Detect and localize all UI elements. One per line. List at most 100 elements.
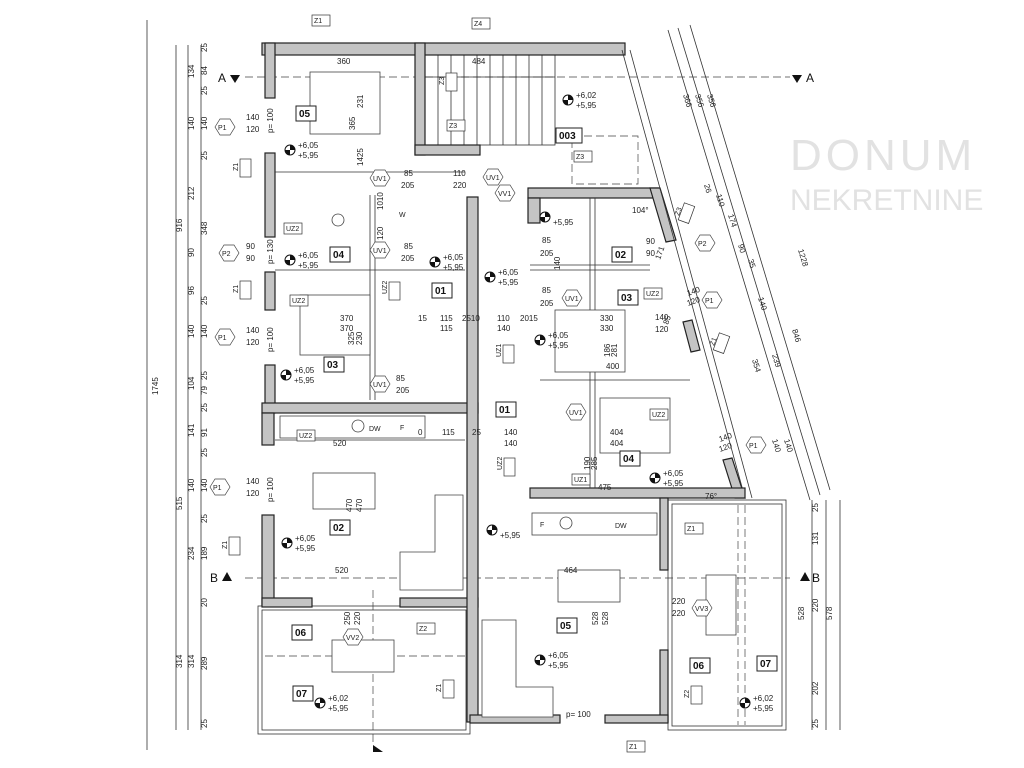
element-tag: Z1 <box>436 684 443 692</box>
left-dimension-value: 84 <box>200 66 209 75</box>
elevation-bottom: +5,95 <box>498 278 519 287</box>
tag-box <box>445 72 458 92</box>
dimension-value: 110 <box>497 314 510 323</box>
room-number: 06 <box>295 628 307 639</box>
elevation-top: +6,02 <box>328 694 349 703</box>
dimension-value: 140 <box>686 285 702 298</box>
balconies <box>257 499 787 735</box>
sofa <box>399 494 464 591</box>
dimension-value: 365 <box>348 116 357 130</box>
opening-tag-hexagon <box>209 478 231 496</box>
left-dimension-value: 140 <box>200 116 209 130</box>
left-dimension-value: 25 <box>200 448 209 457</box>
dimension-value: 360 <box>337 57 351 66</box>
element-tag: Z1 <box>222 541 229 549</box>
slanted-dimension-value: 354 <box>750 358 763 374</box>
angle-value: 76° <box>705 492 717 501</box>
dimension-value: 85 <box>404 242 413 251</box>
opening-tag: UV1 <box>486 175 500 182</box>
left-dimension-value: 234 <box>187 546 196 560</box>
elevation-marker-icon <box>281 537 293 549</box>
tag-box <box>643 287 663 300</box>
elevation-top: +6,05 <box>548 651 569 660</box>
dimension-value: 404 <box>610 439 624 448</box>
opening-tag-hexagon <box>694 234 716 252</box>
opening-tag-hexagon <box>691 599 713 617</box>
dimension-value: 528 <box>601 611 610 625</box>
tag-box <box>239 280 252 300</box>
dimension-value: 370 <box>340 324 354 333</box>
right-dimension-value: 578 <box>825 606 834 620</box>
room-label-box <box>329 519 351 536</box>
elevation-top: +6,05 <box>295 534 316 543</box>
tag-box <box>573 150 593 163</box>
room-label-box <box>295 105 317 122</box>
tag-box <box>442 679 455 699</box>
dimension-value: 520 <box>333 439 347 448</box>
elevation-top: +6,05 <box>298 141 319 150</box>
opening-tag: P1 <box>218 335 227 342</box>
opening-tag-hexagon <box>342 628 364 646</box>
room-number: 01 <box>499 405 511 416</box>
room-label-box <box>323 356 345 373</box>
dimension-value: 90 <box>646 237 655 246</box>
tag-box <box>471 17 491 30</box>
element-tag: Z2 <box>684 690 691 698</box>
tag-box <box>289 294 309 307</box>
slanted-dimension-value: 140 <box>756 296 769 312</box>
tag-box <box>712 332 731 354</box>
opening-tag-hexagon <box>482 168 504 186</box>
room-label-box <box>329 246 351 263</box>
opening-tag: P2 <box>222 251 231 258</box>
dimension-value: 15 <box>418 314 427 323</box>
opening-tag: P1 <box>213 485 222 492</box>
tag-box <box>649 408 669 421</box>
element-tag: Z1 <box>233 163 240 171</box>
tag-box <box>311 14 331 27</box>
sink <box>559 516 573 530</box>
dimension-value: p= 100 <box>266 108 275 133</box>
room-number: 02 <box>615 250 627 261</box>
dimension-value: 140 <box>655 313 669 322</box>
left-dimension-value: 140 <box>187 324 196 338</box>
room-label-box <box>292 685 314 702</box>
elevation-top: +6,05 <box>294 366 315 375</box>
room-number: 07 <box>296 689 308 700</box>
elevation-bottom: +5,95 <box>295 544 316 553</box>
left-dimension-value: 140 <box>200 478 209 492</box>
dimension-value: 90 <box>246 254 255 263</box>
element-tag: Z3 <box>439 77 446 85</box>
dimension-value: 325 <box>347 331 356 345</box>
elevation-bottom: +5,95 <box>553 218 574 227</box>
left-dimension-value: 140 <box>187 116 196 130</box>
opening-tag-hexagon <box>745 436 767 454</box>
dining-table <box>312 472 376 510</box>
left-dimension-value: 25 <box>200 403 209 412</box>
dimension-value: 220 <box>353 611 362 625</box>
tag-box <box>690 685 703 705</box>
element-tag: Z1 <box>314 18 322 25</box>
room-label-box <box>756 655 778 672</box>
left-dimension-value: 314 <box>187 654 196 668</box>
dimension-value: p= 100 <box>266 327 275 352</box>
tag-box <box>677 202 696 224</box>
element-tag: Z1 <box>233 285 240 293</box>
left-dimension-value: 90 <box>187 248 196 257</box>
toilet <box>331 213 345 227</box>
furniture <box>279 71 737 718</box>
tag-box <box>502 344 515 364</box>
left-dimension-value: 141 <box>187 423 196 437</box>
dimension-value: 0 <box>418 428 423 437</box>
element-tag: UZ2 <box>299 433 312 440</box>
elevation-marker-icon <box>314 697 326 709</box>
dimension-value: 400 <box>606 362 620 371</box>
left-dimension-value: 515 <box>175 496 184 510</box>
elevation-marker-icon <box>539 211 551 223</box>
room-number: 06 <box>693 661 705 672</box>
opening-tag: VV3 <box>695 606 708 613</box>
opening-tag: VV1 <box>498 191 511 198</box>
left-dimension-value: 20 <box>200 598 209 607</box>
dimension-value: 115 <box>440 314 453 323</box>
